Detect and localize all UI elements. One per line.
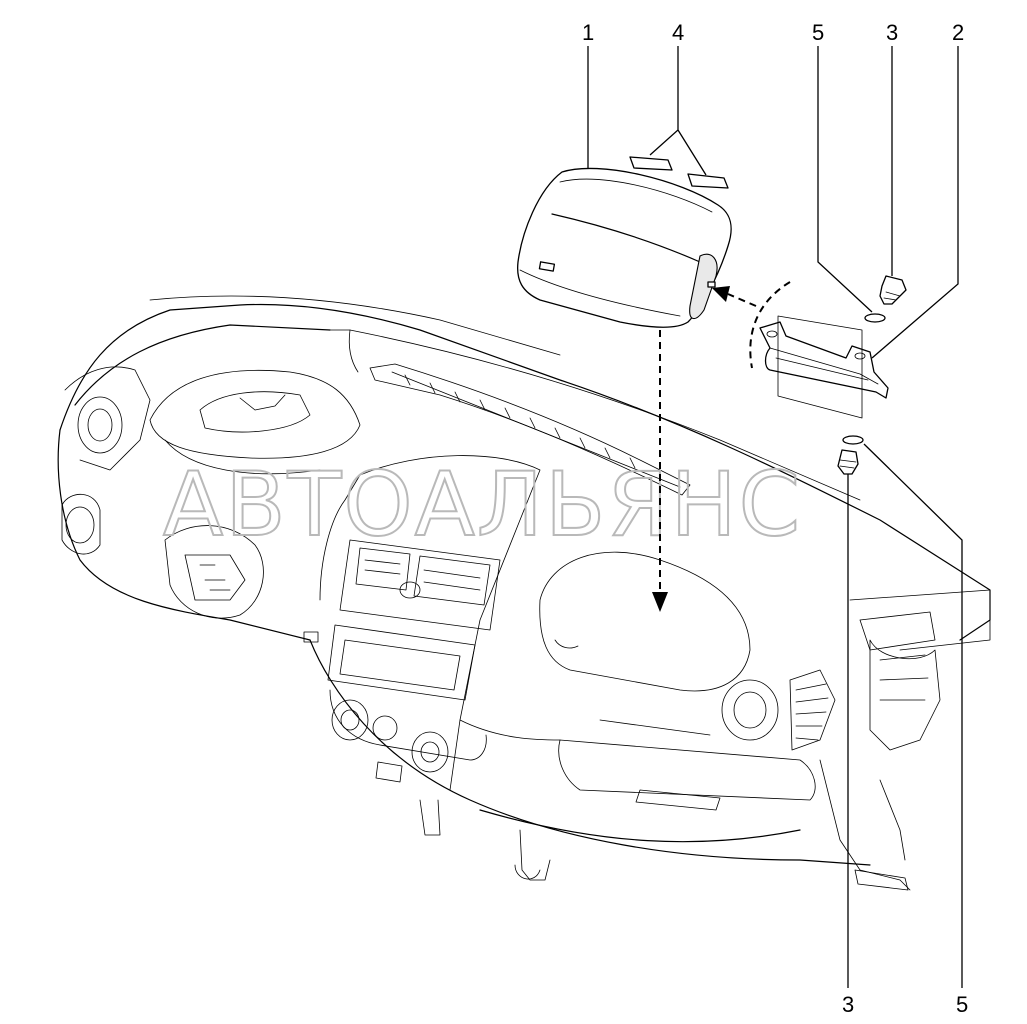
assembly-arrow-left (727, 293, 757, 307)
dashboard-panel (57, 295, 991, 891)
bolt-top (879, 275, 907, 305)
callout-5-bottom: 5 (956, 992, 968, 1017)
assembly-arc (749, 281, 791, 369)
arrow-head-down-icon (652, 592, 668, 612)
arrow-head-left-icon (712, 286, 730, 302)
watermark: АВТОАЛЬЯНС (163, 453, 802, 556)
callout-4-top: 4 (672, 20, 684, 45)
airbag-module (516, 167, 732, 328)
callout-3-top: 3 (886, 20, 898, 45)
mounting-bracket (759, 315, 889, 419)
callout-5-top: 5 (812, 20, 824, 45)
bolt-bottom (837, 449, 859, 475)
airbag-label-icon (538, 261, 556, 272)
washer-bottom (842, 435, 864, 445)
callout-1-top: 1 (582, 20, 594, 45)
callout-2-top: 2 (952, 20, 964, 45)
leader-lines (587, 46, 963, 988)
warning-labels (629, 156, 729, 189)
callout-3-bottom: 3 (842, 992, 854, 1017)
washer-top (864, 313, 886, 323)
